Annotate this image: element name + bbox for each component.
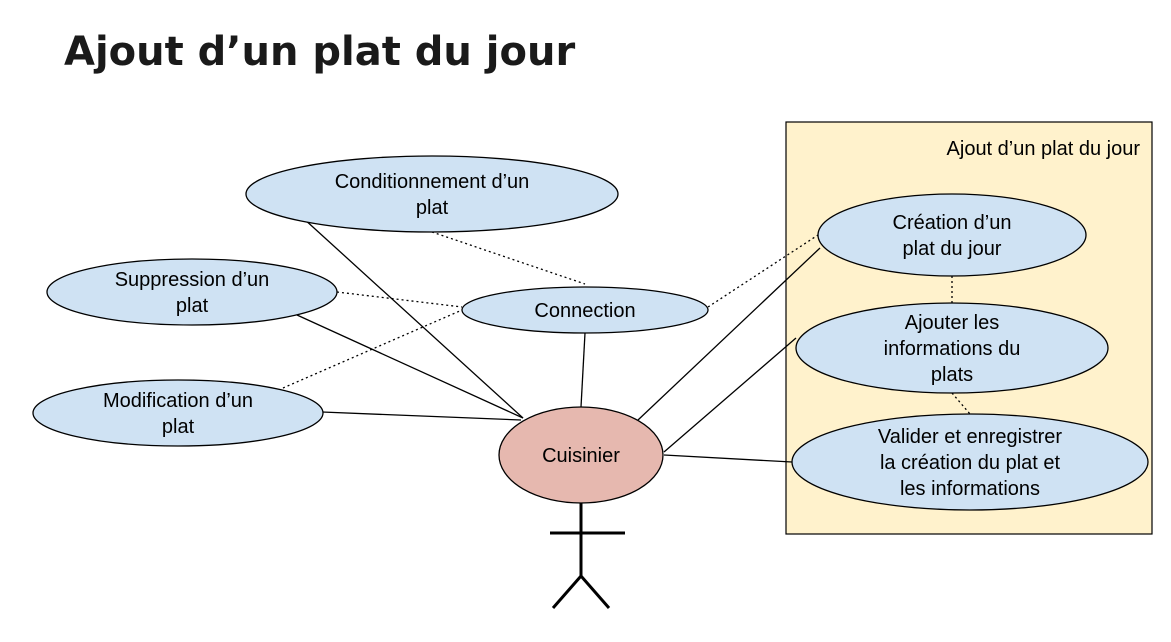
association-cuisinier-valider — [663, 454, 793, 463]
use-case-label-line: Conditionnement d’un — [335, 171, 530, 193]
use-case-connection: Connection — [461, 286, 709, 334]
use-case-creation: Création d’un plat du jour — [817, 193, 1087, 277]
use-case-ellipse — [46, 258, 338, 326]
association-cuisinier-suppression — [296, 314, 524, 419]
use-case-label-line: Ajouter les — [905, 312, 1000, 334]
association-cuisinier-conditionnement — [302, 217, 524, 419]
use-case-ellipse — [795, 302, 1109, 394]
use-case-ellipse — [32, 379, 324, 447]
association-conditionnement-connection-dotted — [431, 231, 586, 285]
association-connection-creation-dotted — [707, 234, 819, 308]
use-case-ellipse — [817, 193, 1087, 277]
actor-cuisinier: Cuisinier — [498, 406, 664, 504]
page-title: Ajout d’un plat du jour — [64, 29, 576, 75]
association-cuisinier-creation — [637, 247, 821, 421]
use-case-suppression: Suppression d’un plat — [46, 258, 338, 326]
use-case-ellipse — [791, 413, 1149, 511]
use-case-label-line: Modification d’un — [103, 390, 253, 412]
system-boundary-label: Ajout d’un plat du jour — [947, 138, 1141, 160]
use-case-label-line: informations du — [884, 338, 1021, 360]
actor-stick-figure-icon — [550, 503, 625, 609]
actor-label: Cuisinier — [542, 445, 620, 467]
use-case-ellipse — [245, 155, 619, 233]
use-case-label-line: plat — [416, 197, 449, 219]
use-case-label-line: plat du jour — [903, 238, 1002, 260]
use-case-label-line: plat — [162, 416, 195, 438]
association-cuisinier-connection — [580, 332, 586, 408]
use-case-ajouter: Ajouter les informations du plats — [795, 302, 1109, 394]
use-case-valider: Valider et enregistrer la création du pla… — [791, 413, 1149, 511]
use-case-label-line: les informations — [900, 478, 1040, 500]
use-case-label-line: Création d’un — [893, 212, 1012, 234]
use-case-label-line: Valider et enregistrer — [878, 426, 1063, 448]
use-case-modification: Modification d’un plat — [32, 379, 324, 447]
use-case-label-line: Suppression d’un — [115, 269, 270, 291]
use-case-ellipse — [461, 286, 709, 334]
use-case-label-line: Connection — [534, 300, 635, 322]
use-case-label-line: plats — [931, 364, 973, 386]
use-case-conditionnement: Conditionnement d’un plat — [245, 155, 619, 233]
association-suppression-connection-dotted — [336, 291, 463, 308]
use-case-label-line: la création du plat et — [880, 452, 1061, 474]
association-cuisinier-ajouter — [663, 337, 797, 453]
association-cuisinier-modification — [321, 411, 522, 421]
use-case-label-line: plat — [176, 295, 209, 317]
